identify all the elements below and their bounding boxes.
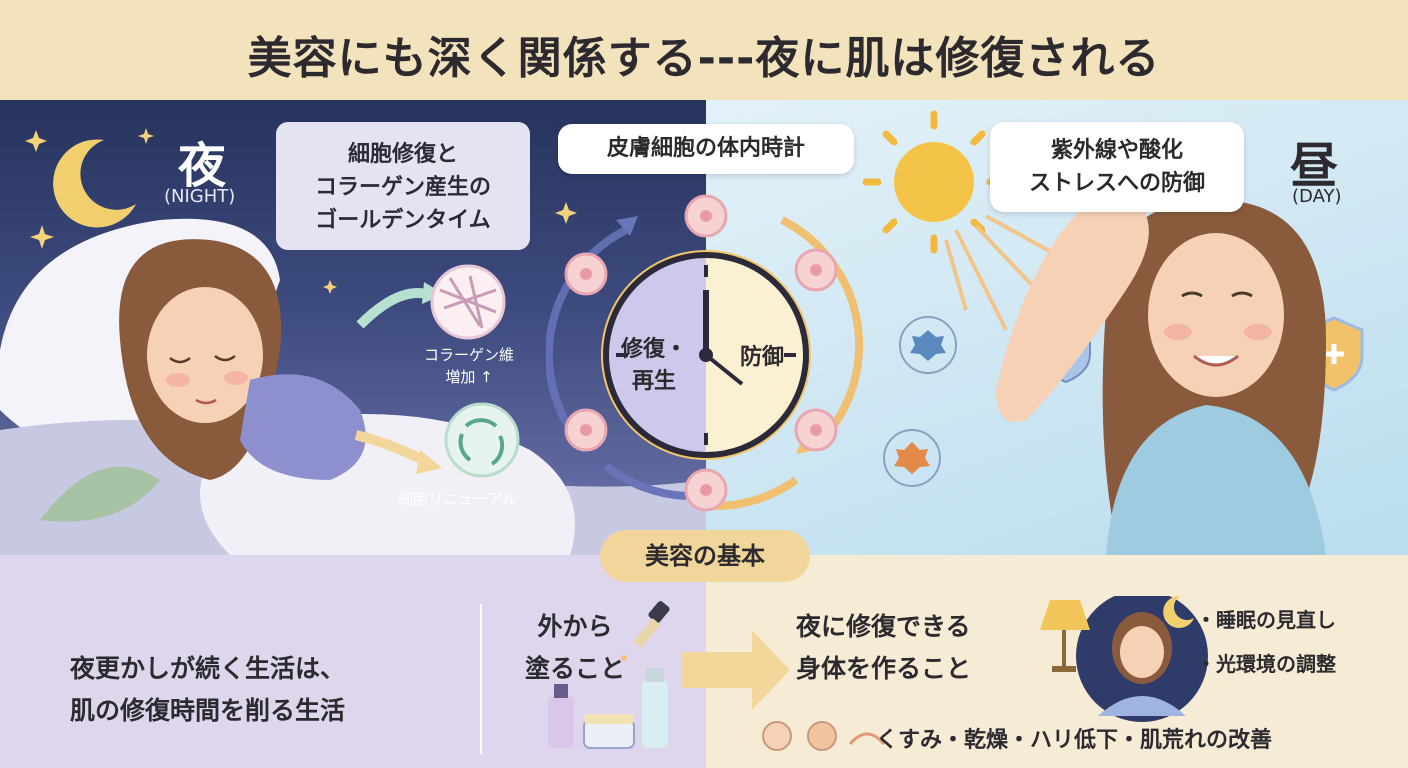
beauty-basics-badge: 美容の基本 — [600, 530, 810, 582]
repair-label: 修復・ 再生 — [612, 334, 696, 398]
apply-line: 外から — [537, 612, 613, 641]
dropper-icon — [621, 601, 670, 661]
free-radical-molecule-icon — [883, 429, 941, 487]
star-icon — [138, 128, 154, 144]
star-icon — [323, 280, 337, 294]
right-arrow-icon — [682, 630, 790, 710]
night-callout: 細胞修復と コラーゲン産生の ゴールデンタイム — [276, 122, 530, 250]
apply-externally-text: 外から 塗ること — [510, 606, 640, 690]
sleeping-face — [147, 287, 263, 423]
day-kanji: 昼 — [1290, 138, 1339, 194]
bottom-illustrations — [548, 596, 1208, 751]
body-care-line: 身体を作ること — [796, 654, 972, 683]
star-icon — [555, 202, 577, 224]
bullet-sleep-review: ・睡眠の見直し — [1196, 608, 1336, 632]
bullet-light-environment: ・光環境の調整 — [1196, 652, 1336, 676]
day-illustration — [862, 110, 1364, 555]
night-kanji: 夜 — [178, 138, 227, 194]
night-english-label: (NIGHT) — [164, 186, 236, 207]
night-callout-line: 細胞修復と — [347, 142, 458, 167]
renewal-label: 細胞リニューアル — [398, 490, 518, 508]
defense-label: 防御 — [739, 345, 784, 370]
day-callout-line: ストレスへの防御 — [1028, 171, 1205, 196]
repair-label-line: 再生 — [631, 369, 676, 394]
orbit-arrow-right — [780, 216, 864, 443]
star-icon — [25, 130, 47, 152]
day-callout-line: 紫外線や酸化 — [1050, 138, 1183, 163]
body-care-message: 夜に修復できる 身体を作ること — [796, 606, 971, 690]
collagen-label-line: コラーゲン維 — [423, 346, 514, 364]
night-callout-line: コラーゲン産生の — [314, 175, 491, 200]
lamp-icon — [1040, 600, 1090, 672]
moon-icon — [53, 139, 136, 228]
smiling-face — [1148, 233, 1284, 397]
clock-callout: 皮膚細胞の体内時計 — [558, 124, 854, 174]
cosmetic-bottles-icon — [548, 668, 668, 749]
day-english-label: (DAY) — [1292, 186, 1342, 207]
apply-line: 塗ること — [524, 654, 625, 683]
late-night-message: 夜更かしが続く生活は、 肌の修復時間を削る生活 — [70, 648, 345, 732]
body-care-line: 夜に修復できる — [796, 612, 971, 641]
sleeping-woman-icon — [1076, 596, 1208, 722]
face-icons — [762, 721, 886, 751]
body-clock-diagram — [546, 194, 864, 512]
page-title: 美容にも深く関係する---夜に肌は修復される — [247, 33, 1161, 84]
night-illustration — [0, 128, 706, 555]
header-bar — [0, 0, 1408, 100]
divider — [480, 604, 482, 754]
late-night-line: 夜更かしが続く生活は、 — [70, 654, 346, 683]
orbit-arrow-left — [546, 226, 628, 453]
night-panel — [0, 100, 706, 555]
cell-renewal-icon — [444, 402, 520, 478]
night-callout-line: ゴールデンタイム — [315, 208, 491, 233]
collagen-label: コラーゲン維 増加 ↑ — [404, 344, 534, 388]
late-night-line: 肌の修復時間を削る生活 — [70, 696, 346, 725]
repair-label-line: 修復・ — [620, 337, 687, 362]
star-icon — [30, 225, 54, 249]
day-callout: 紫外線や酸化 ストレスへの防御 — [990, 122, 1244, 212]
benefits-text: くすみ・乾燥・ハリ低下・肌荒れの改善 — [876, 728, 1273, 753]
clock-minute-hand — [704, 353, 744, 386]
antioxidant-molecule-icon — [899, 316, 957, 374]
collagen-label-line: 増加 ↑ — [445, 368, 493, 386]
moon-icon — [1163, 596, 1194, 628]
